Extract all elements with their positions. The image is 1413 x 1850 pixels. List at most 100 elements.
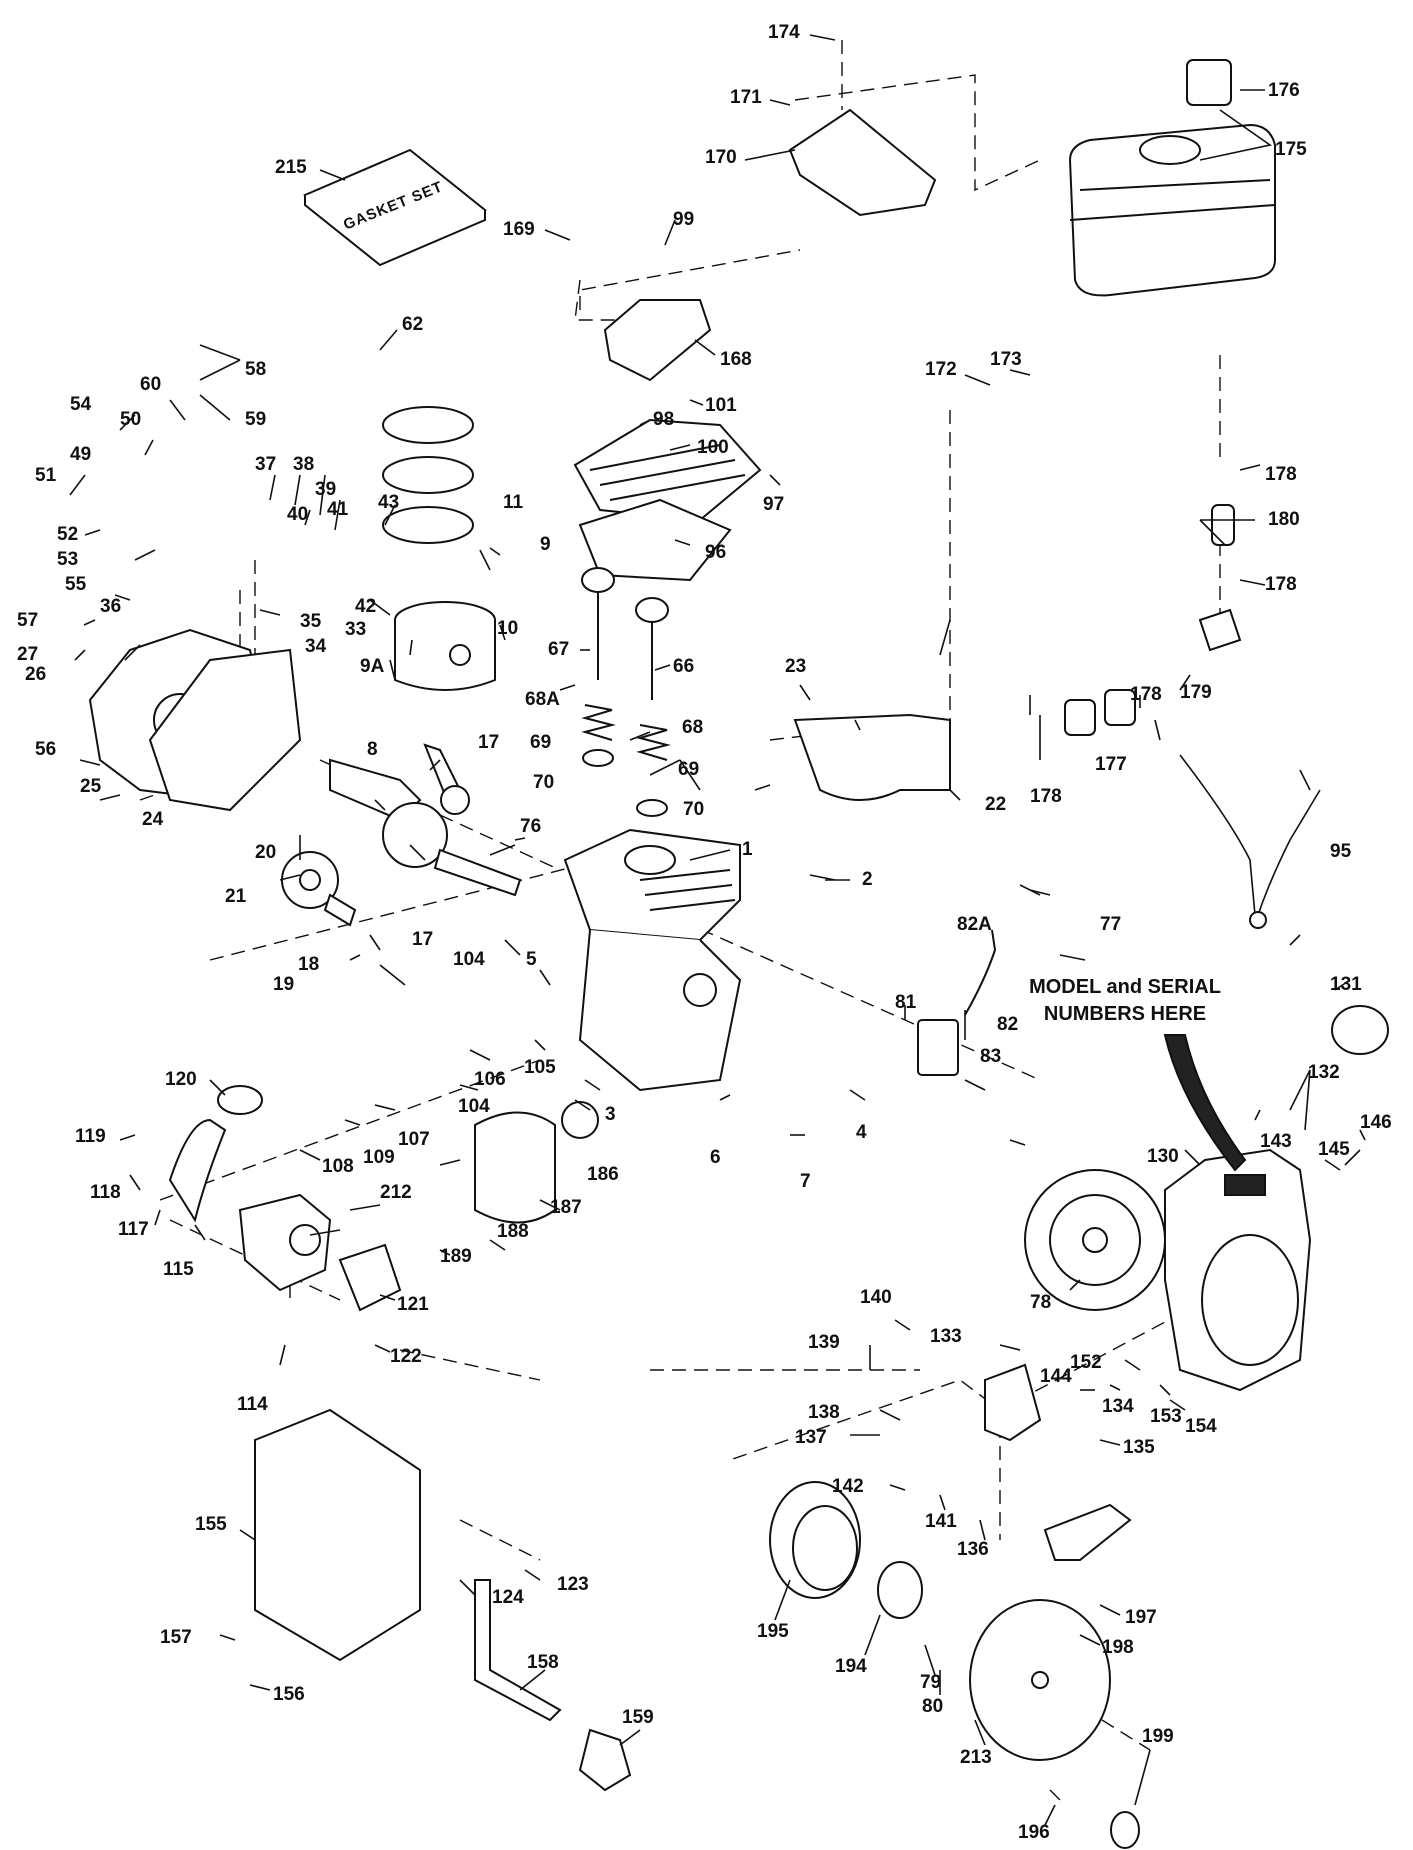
part-label-83: 83	[980, 1046, 1001, 1067]
part-label-78: 78	[1030, 1292, 1051, 1313]
part-label-59: 59	[245, 409, 266, 430]
crankshaft	[329, 758, 522, 897]
part-label-155: 155	[195, 1514, 227, 1535]
part-label-107: 107	[398, 1129, 430, 1150]
part-label-38: 38	[293, 454, 314, 475]
part-label-3: 3	[605, 1104, 616, 1125]
part-label-104-a: 104	[453, 949, 485, 970]
part-label-178-c: 178	[1130, 684, 1162, 705]
part-label-50: 50	[120, 409, 141, 430]
part-label-39: 39	[315, 479, 336, 500]
part-label-100: 100	[697, 437, 729, 458]
part-label-178-d: 178	[1030, 786, 1062, 807]
part-label-7: 7	[800, 1171, 811, 1192]
gasket-set-box	[303, 148, 487, 267]
part-label-79: 79	[920, 1672, 941, 1693]
part-label-179: 179	[1180, 682, 1212, 703]
part-label-194: 194	[835, 1656, 867, 1677]
ignition-coil	[917, 929, 997, 1076]
part-label-21: 21	[225, 886, 247, 907]
part-label-124: 124	[492, 1587, 524, 1608]
part-label-156: 156	[273, 1684, 305, 1705]
part-label-153: 153	[1150, 1406, 1182, 1427]
part-label-144: 144	[1040, 1366, 1072, 1387]
heat-shield	[254, 1408, 421, 1662]
part-label-213: 213	[960, 1747, 992, 1768]
part-label-53: 53	[57, 549, 78, 570]
part-label-17-b: 17	[412, 929, 433, 950]
part-label-18: 18	[298, 954, 319, 975]
part-label-9A: 9A	[360, 656, 385, 677]
part-label-123: 123	[557, 1574, 589, 1595]
part-label-188: 188	[497, 1221, 529, 1242]
part-label-137: 137	[795, 1427, 827, 1448]
part-label-57: 57	[17, 610, 38, 631]
fuel-tank	[1068, 59, 1276, 297]
part-label-36: 36	[100, 596, 121, 617]
part-label-43: 43	[378, 492, 399, 513]
part-label-17-a: 17	[478, 732, 499, 753]
part-label-134: 134	[1102, 1396, 1134, 1417]
part-label-195: 195	[757, 1621, 789, 1642]
part-label-80: 80	[922, 1696, 943, 1717]
part-label-180: 180	[1268, 509, 1300, 530]
part-label-104-b: 104	[458, 1096, 490, 1117]
part-label-81: 81	[895, 992, 917, 1013]
part-label-70-b: 70	[683, 799, 704, 820]
part-label-212: 212	[380, 1182, 412, 1203]
part-label-55: 55	[65, 574, 87, 595]
part-label-178-a: 178	[1265, 464, 1297, 485]
part-label-168: 168	[720, 349, 752, 370]
part-label-106: 106	[474, 1069, 506, 1090]
part-label-26: 26	[25, 664, 46, 685]
part-label-119: 119	[75, 1126, 106, 1147]
part-label-122: 122	[390, 1346, 422, 1367]
part-label-101: 101	[705, 395, 737, 416]
part-label-114: 114	[237, 1394, 268, 1415]
blower-housing	[1164, 1148, 1312, 1392]
part-label-196: 196	[1018, 1822, 1050, 1843]
part-label-139: 139	[808, 1332, 840, 1353]
part-label-187: 187	[550, 1197, 582, 1218]
part-label-198: 198	[1102, 1637, 1134, 1658]
part-label-52: 52	[57, 524, 78, 545]
callout-line-1: MODEL and SERIAL	[1029, 976, 1221, 998]
part-label-8: 8	[367, 739, 378, 760]
part-label-2: 2	[862, 869, 873, 890]
part-label-199: 199	[1142, 1726, 1174, 1747]
part-label-54: 54	[70, 394, 92, 415]
part-label-58: 58	[245, 359, 266, 380]
cam-gear	[281, 851, 357, 927]
part-label-133: 133	[930, 1326, 962, 1347]
part-label-171: 171	[730, 87, 762, 108]
part-label-176: 176	[1268, 80, 1300, 101]
part-label-70-a: 70	[533, 772, 554, 793]
part-label-5: 5	[526, 949, 537, 970]
part-label-1: 1	[742, 839, 753, 860]
part-label-99: 99	[673, 209, 694, 230]
part-label-11: 11	[503, 492, 524, 513]
callout-line-2: NUMBERS HERE	[1044, 1003, 1206, 1025]
part-label-146: 146	[1360, 1112, 1392, 1133]
part-label-95: 95	[1330, 841, 1352, 862]
part-label-157: 157	[160, 1627, 192, 1648]
part-label-9: 9	[540, 534, 551, 555]
part-label-132: 132	[1308, 1062, 1340, 1083]
part-label-120: 120	[165, 1069, 197, 1090]
part-label-158: 158	[527, 1652, 559, 1673]
part-label-159: 159	[622, 1707, 654, 1728]
muffler	[474, 1111, 556, 1224]
part-label-82: 82	[997, 1014, 1018, 1035]
part-label-10: 10	[497, 618, 518, 639]
part-label-178-b: 178	[1265, 574, 1297, 595]
part-label-121: 121	[397, 1294, 429, 1315]
part-label-177: 177	[1095, 754, 1127, 775]
part-label-27: 27	[17, 644, 38, 665]
part-label-115: 115	[163, 1259, 194, 1280]
part-label-108: 108	[322, 1156, 354, 1177]
part-label-25: 25	[80, 776, 102, 797]
part-label-22: 22	[985, 794, 1006, 815]
part-label-67: 67	[548, 639, 569, 660]
part-label-62: 62	[402, 314, 423, 335]
